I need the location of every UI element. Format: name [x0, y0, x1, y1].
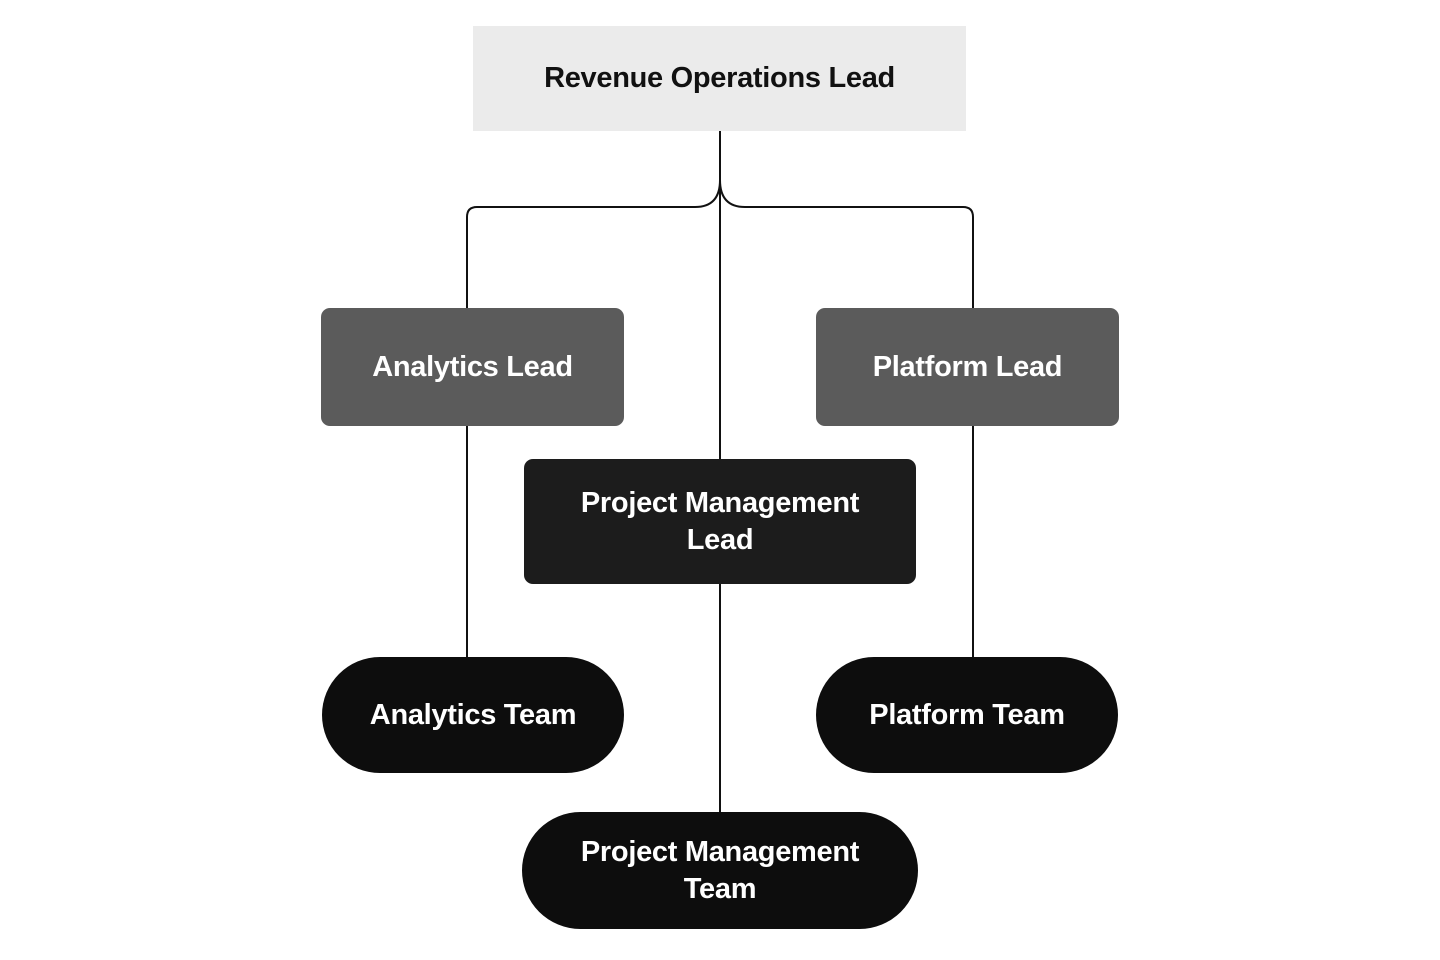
node-analytics-lead: Analytics Lead: [321, 308, 624, 426]
node-label: Project Management Team: [580, 835, 860, 905]
node-platform-lead: Platform Lead: [816, 308, 1119, 426]
node-revenue-operations-lead: Revenue Operations Lead: [473, 26, 966, 131]
node-label: Project Management Lead: [580, 486, 860, 556]
node-project-management-lead: Project Management Lead: [524, 459, 916, 584]
node-analytics-team: Analytics Team: [322, 657, 624, 773]
node-platform-team: Platform Team: [816, 657, 1118, 773]
node-label: Platform Team: [869, 698, 1065, 731]
node-label: Revenue Operations Lead: [544, 62, 895, 94]
node-project-management-team: Project Management Team: [522, 812, 918, 929]
node-label: Platform Lead: [872, 350, 1063, 383]
node-label: Analytics Lead: [372, 350, 573, 383]
connector-root-to-platform-lead: [719, 179, 974, 308]
connector-root-to-analytics-lead: [466, 179, 721, 308]
node-label: Analytics Team: [369, 698, 577, 731]
